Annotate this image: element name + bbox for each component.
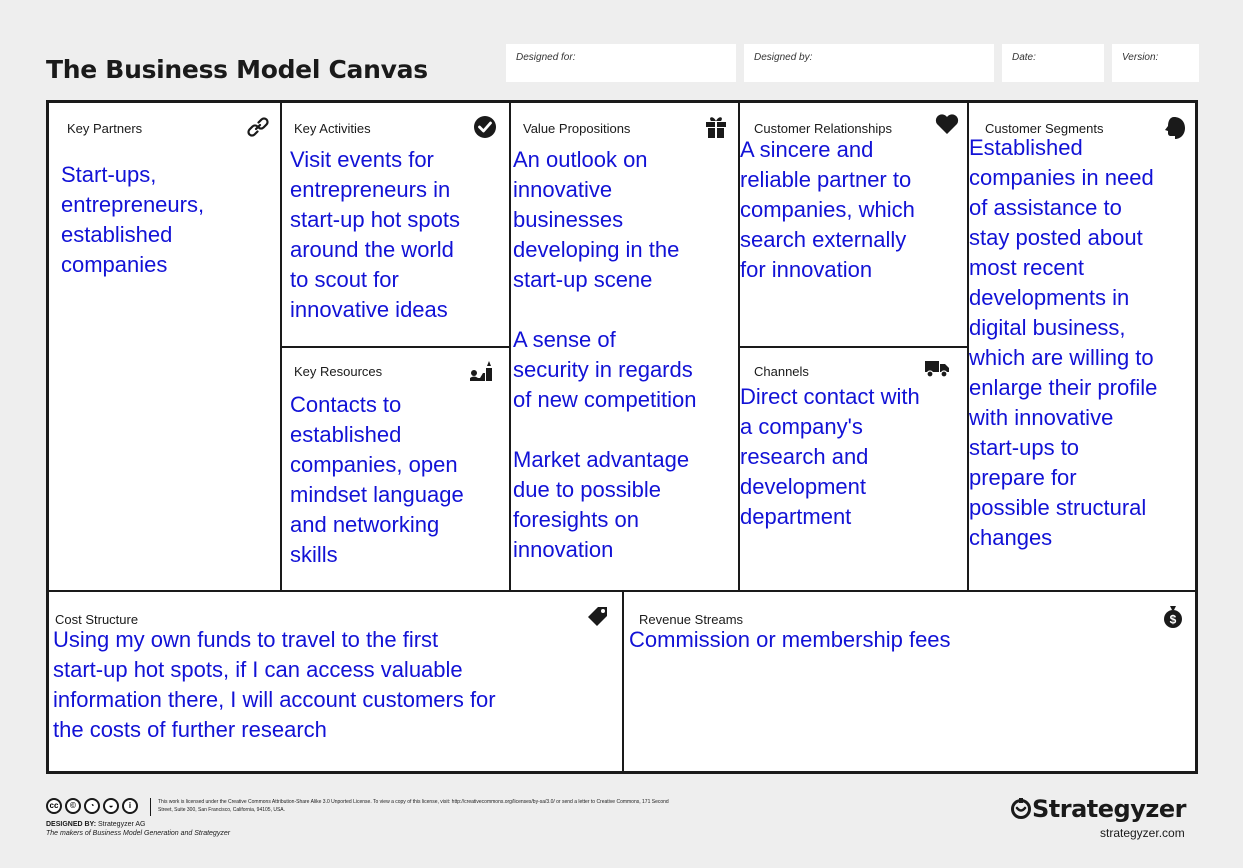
key-activities-text[interactable]: Visit events for entrepreneurs in start-… — [290, 145, 508, 325]
customer-segments-block[interactable]: Customer Segments Established companies … — [967, 103, 1195, 590]
license-text: This work is licensed under the Creative… — [158, 799, 669, 813]
key-resources-text[interactable]: Contacts to established companies, open … — [290, 390, 508, 570]
key-activities-label: Key Activities — [294, 121, 371, 136]
key-partners-content: Start-ups, entrepreneurs, established co… — [61, 162, 205, 277]
gift-icon — [706, 117, 726, 138]
date-label: Date: — [1012, 52, 1036, 63]
brand-url[interactable]: strategyzer.com — [1100, 826, 1185, 840]
designed-by-credit: DESIGNED BY: Strategyzer AG — [46, 821, 145, 828]
customer-relationships-content: A sincere and reliable partner to compan… — [740, 137, 915, 282]
cost-structure-label: Cost Structure — [55, 612, 139, 627]
person-icon: i — [122, 798, 138, 814]
key-activities-content: Visit events for entrepreneurs in start-… — [290, 147, 460, 322]
value-propositions-text[interactable]: An outlook on innovative businesses deve… — [513, 145, 739, 565]
date-field[interactable]: Date: — [1002, 44, 1104, 82]
link-icon — [247, 117, 269, 137]
customer-segments-text[interactable]: Established companies in need of assista… — [969, 133, 1197, 553]
brand-name: Strategyzer — [1032, 795, 1186, 823]
designed-for-label: Designed for: — [516, 52, 576, 63]
footer-divider — [150, 798, 151, 816]
channels-label: Channels — [754, 364, 809, 379]
money-bag-icon: $ — [1164, 606, 1182, 628]
key-partners-block[interactable]: Key Partners Start-ups, entrepreneurs, e… — [49, 103, 280, 590]
business-model-canvas: Key Partners Start-ups, entrepreneurs, e… — [46, 100, 1198, 774]
channels-block[interactable]: Channels Direct contact with a company's… — [738, 346, 967, 590]
nc-icon: ◒ — [103, 798, 119, 814]
factory-worker-icon — [470, 361, 492, 381]
key-partners-label: Key Partners — [67, 121, 143, 136]
designed-by-credit-value: Strategyzer AG — [98, 821, 146, 828]
sa-icon: ◔ — [84, 798, 100, 814]
key-activities-block[interactable]: Key Activities Visit events for entrepre… — [280, 103, 509, 346]
designed-for-field[interactable]: Designed for: — [506, 44, 736, 82]
revenue-streams-block[interactable]: Revenue Streams $ Commission or membersh… — [622, 590, 1195, 771]
page-title: The Business Model Canvas — [46, 55, 428, 84]
makers-text: The makers of Business Model Generation … — [46, 830, 231, 837]
customer-relationships-text[interactable]: A sincere and reliable partner to compan… — [740, 135, 968, 285]
customer-segments-content: Established companies in need of assista… — [969, 135, 1158, 550]
value-propositions-block[interactable]: Value Propositions An outlook on innovat… — [509, 103, 738, 590]
heart-icon — [935, 114, 959, 134]
truck-icon — [925, 361, 949, 378]
key-partners-text[interactable]: Start-ups, entrepreneurs, established co… — [61, 160, 271, 280]
head-icon — [1165, 117, 1185, 139]
revenue-streams-label: Revenue Streams — [639, 612, 744, 627]
designed-by-credit-label: DESIGNED BY: — [46, 821, 97, 828]
license-icons: cc © ◔ ◒ i — [46, 798, 138, 814]
checkmark-icon — [474, 116, 496, 138]
key-resources-content: Contacts to established companies, open … — [290, 392, 464, 567]
key-resources-block[interactable]: Key Resources Contacts to established co… — [280, 346, 509, 590]
value-propositions-content: An outlook on innovative businesses deve… — [513, 147, 697, 562]
revenue-streams-text[interactable]: Commission or membership fees — [629, 625, 1189, 655]
version-label: Version: — [1122, 52, 1159, 63]
value-propositions-label: Value Propositions — [523, 121, 631, 136]
channels-content: Direct contact with a company's research… — [740, 384, 920, 529]
cost-structure-text[interactable]: Using my own funds to travel to the firs… — [53, 625, 619, 745]
svg-text:$: $ — [1170, 613, 1177, 627]
version-field[interactable]: Version: — [1112, 44, 1199, 82]
price-tag-icon — [588, 607, 607, 626]
strategyzer-logo-icon — [1011, 798, 1031, 819]
strategyzer-logo[interactable]: Strategyzer — [1010, 795, 1186, 823]
customer-segments-label: Customer Segments — [985, 121, 1104, 136]
designed-by-label: Designed by: — [754, 52, 813, 63]
customer-relationships-label: Customer Relationships — [754, 121, 893, 136]
designed-by-field[interactable]: Designed by: — [744, 44, 994, 82]
customer-relationships-block[interactable]: Customer Relationships A sincere and rel… — [738, 103, 967, 346]
by-icon: © — [65, 798, 81, 814]
revenue-streams-content: Commission or membership fees — [629, 627, 951, 652]
cost-structure-content: Using my own funds to travel to the firs… — [53, 627, 496, 742]
cc-icon: cc — [46, 798, 62, 814]
channels-text[interactable]: Direct contact with a company's research… — [740, 382, 968, 532]
key-resources-label: Key Resources — [294, 364, 383, 379]
cost-structure-block[interactable]: Cost Structure Using my own funds to tra… — [49, 590, 622, 771]
